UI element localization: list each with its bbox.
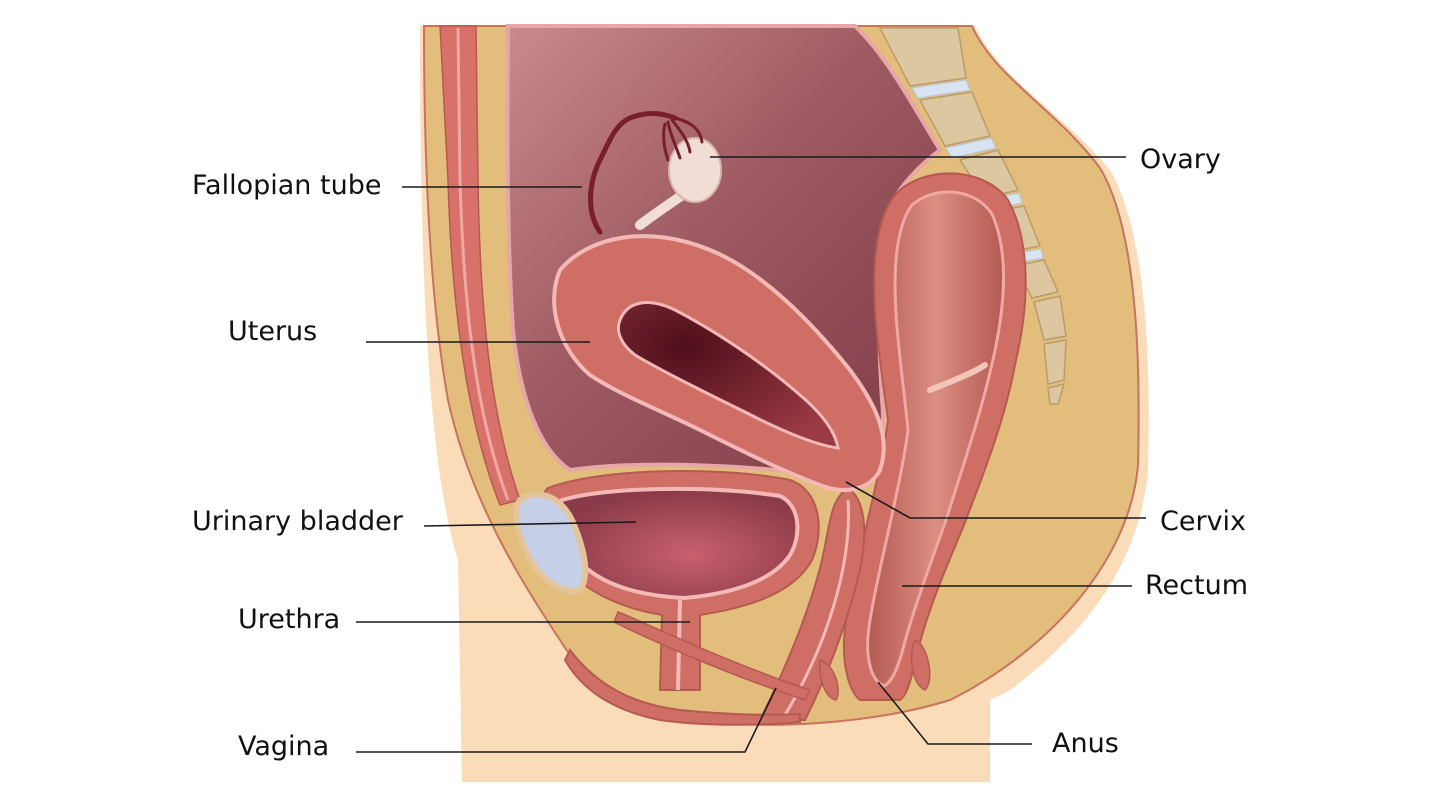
leader-anus	[877, 681, 1032, 745]
label-fallopian-tube: Fallopian tube	[192, 170, 382, 201]
leader-lines	[356, 156, 1146, 753]
rectum-highlight	[927, 362, 988, 393]
anal-sphincter	[910, 639, 931, 691]
vertebra	[1043, 339, 1067, 385]
intervertebral-disc	[945, 137, 997, 159]
ovary-shape	[668, 137, 722, 203]
rectum-lumen	[866, 190, 1005, 688]
perineal-muscle	[818, 658, 839, 701]
vertebra	[1014, 259, 1060, 299]
pubic-bone	[513, 491, 589, 595]
vertebra	[878, 27, 967, 87]
leader-cervix	[845, 481, 1146, 519]
perineal-muscle	[613, 611, 812, 701]
label-uterus: Uterus	[228, 316, 318, 347]
intervertebral-disc	[911, 79, 971, 99]
fimbriae	[662, 116, 704, 162]
vertebra	[918, 91, 992, 147]
coccyx	[1047, 382, 1066, 405]
label-urethra: Urethra	[238, 604, 341, 635]
label-vagina: Vagina	[238, 731, 330, 762]
vertebra	[1033, 295, 1067, 341]
abdominal-muscle-lining	[456, 27, 510, 501]
label-anus: Anus	[1052, 728, 1119, 759]
leader-urinary-bladder	[423, 521, 637, 527]
fallopian-tube-shape	[588, 111, 678, 235]
leader-vagina	[356, 687, 777, 753]
label-urinary-bladder: Urinary bladder	[192, 506, 403, 537]
uterine-lumen	[616, 301, 840, 450]
label-rectum: Rectum	[1145, 570, 1249, 601]
label-cervix: Cervix	[1160, 506, 1247, 537]
perineum	[563, 648, 801, 726]
label-ovary: Ovary	[1140, 144, 1221, 175]
